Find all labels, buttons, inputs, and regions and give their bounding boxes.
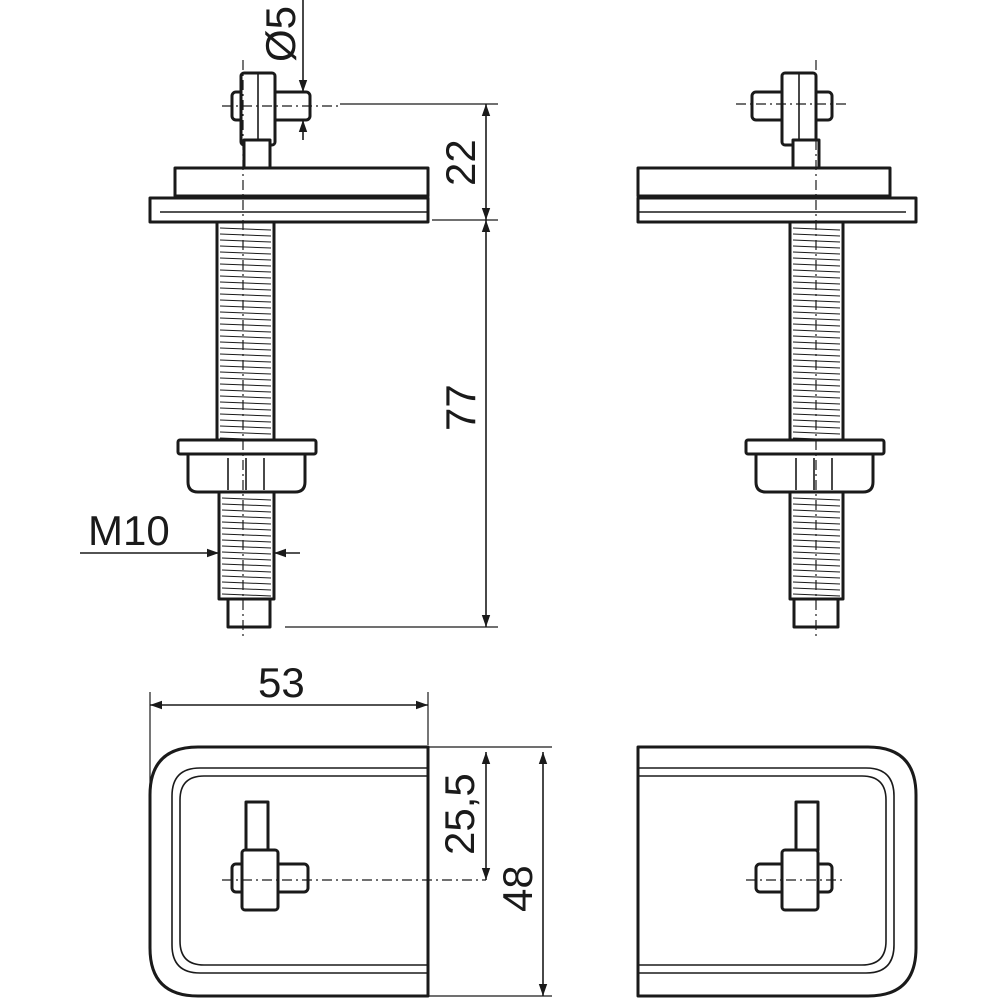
- dimension-lines-front: [80, 0, 498, 628]
- thread-line: [219, 425, 272, 429]
- thread-line: [221, 521, 272, 525]
- front-view-right-bolt: [636, 60, 918, 640]
- top-view-right: [636, 745, 918, 998]
- thread-size-label: M10: [88, 507, 170, 554]
- thread-line: [219, 311, 272, 315]
- thread-line: [221, 527, 272, 531]
- thread-line: [221, 539, 272, 543]
- thread-line: [221, 563, 272, 567]
- dimension-lines-top: [149, 692, 552, 997]
- thread-line: [221, 569, 272, 573]
- thread-line: [221, 545, 272, 549]
- flange-height-label: 22: [437, 139, 484, 186]
- thread-line: [792, 509, 841, 513]
- thread-line: [792, 515, 841, 519]
- thread-line: [219, 359, 272, 363]
- thread-line: [219, 431, 272, 435]
- thread-line: [219, 287, 272, 291]
- thread-line: [219, 299, 272, 303]
- thread-line: [219, 341, 272, 345]
- thread-line: [792, 317, 841, 321]
- thread-line: [221, 581, 272, 585]
- thread-line: [219, 257, 272, 261]
- thread-line: [221, 503, 272, 507]
- thread-line: [792, 395, 841, 399]
- thread-line: [219, 419, 272, 423]
- thread-line: [219, 233, 272, 237]
- thread-line: [792, 569, 841, 573]
- thread-line: [221, 557, 272, 561]
- thread-line: [219, 401, 272, 405]
- pin-diameter-label: Ø5: [257, 6, 304, 62]
- thread-line: [219, 371, 272, 375]
- thread-line: [792, 497, 841, 501]
- thread-line: [221, 509, 272, 513]
- thread-line: [219, 293, 272, 297]
- hole-offset-label: 25,5: [436, 773, 483, 855]
- width-label: 53: [258, 659, 305, 706]
- thread-line: [792, 389, 841, 393]
- thread-line: [219, 239, 272, 243]
- thread-line: [219, 281, 272, 285]
- thread-line: [221, 551, 272, 555]
- thread-line: [792, 275, 841, 279]
- thread-line: [792, 371, 841, 375]
- thread-line: [219, 383, 272, 387]
- thread-line: [219, 251, 272, 255]
- thread-line: [221, 515, 272, 519]
- thread-line: [219, 389, 272, 393]
- thread-line: [219, 347, 272, 351]
- thread-line: [792, 431, 841, 435]
- thread-line: [219, 269, 272, 273]
- thread-line: [221, 497, 272, 501]
- thread-line: [221, 575, 272, 579]
- thread-line: [792, 311, 841, 315]
- bolt-length-label: 77: [437, 384, 484, 431]
- thread-line: [792, 575, 841, 579]
- thread-line: [219, 227, 272, 231]
- thread-line: [219, 377, 272, 381]
- thread-line: [219, 353, 272, 357]
- thread-line: [792, 251, 841, 255]
- thread-line: [219, 329, 272, 333]
- thread-line: [219, 395, 272, 399]
- thread-line: [792, 377, 841, 381]
- thread-line: [219, 335, 272, 339]
- thread-line: [219, 245, 272, 249]
- top-view-left: [148, 745, 486, 998]
- thread-line: [219, 413, 272, 417]
- thread-line: [219, 263, 272, 267]
- thread-line: [792, 329, 841, 333]
- thread-line: [219, 275, 272, 279]
- thread-line: [221, 533, 272, 537]
- depth-label: 48: [494, 865, 541, 912]
- thread-line: [792, 551, 841, 555]
- thread-line: [219, 365, 272, 369]
- thread-line: [219, 317, 272, 321]
- thread-line: [219, 407, 272, 411]
- thread-line: [221, 587, 272, 591]
- thread-line: [792, 257, 841, 261]
- thread-line: [792, 557, 841, 561]
- thread-line: [219, 305, 272, 309]
- thread-line: [219, 323, 272, 327]
- thread-line: [221, 593, 272, 597]
- thread-line: [792, 269, 841, 273]
- thread-line: [792, 335, 841, 339]
- front-view-left-bolt: [148, 60, 430, 640]
